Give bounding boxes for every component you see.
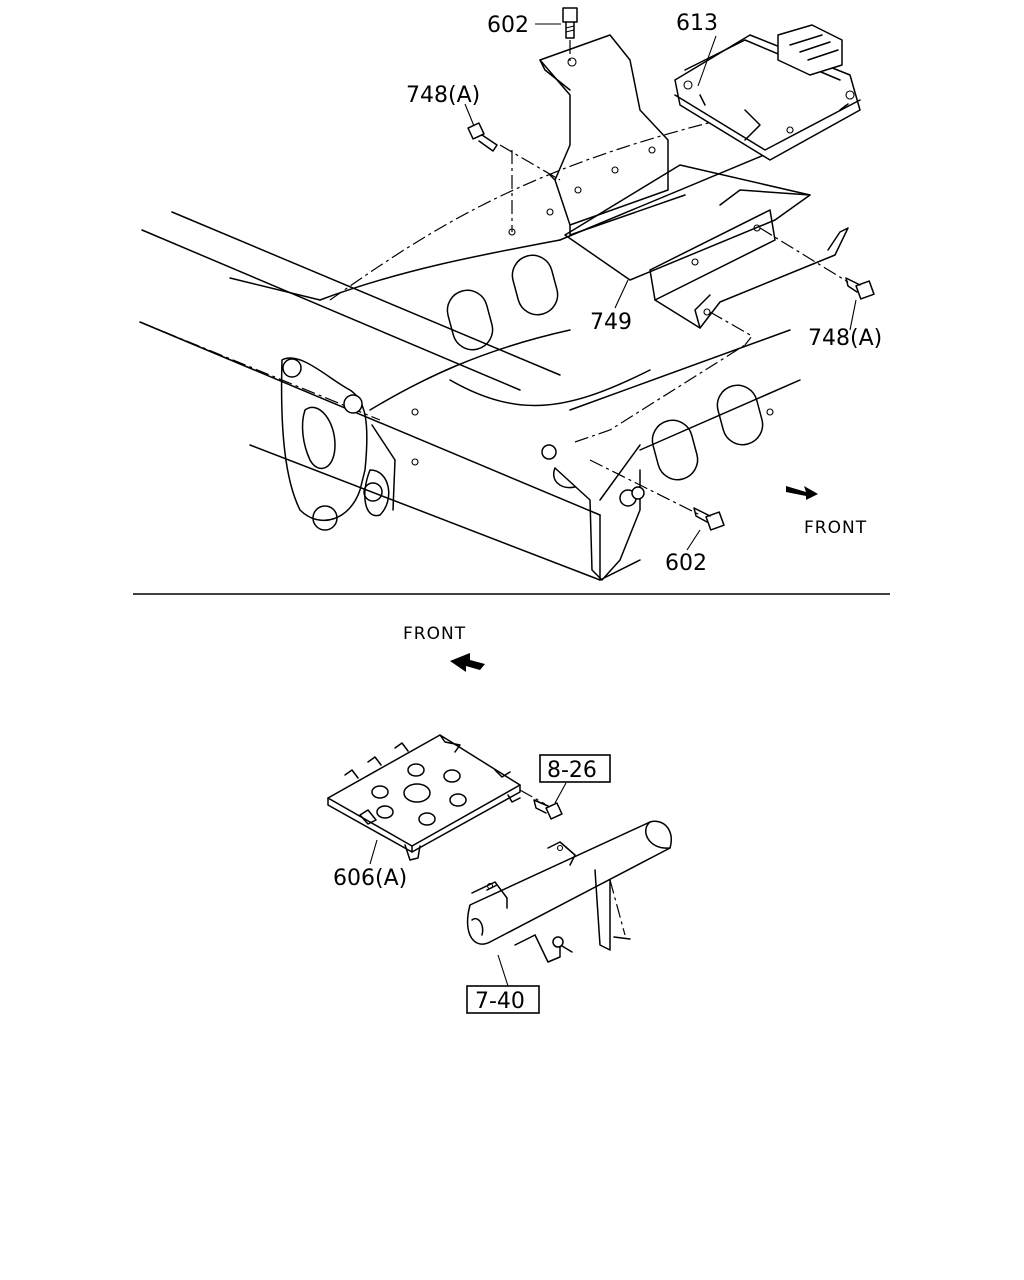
callout-602-bottom: 602 (665, 551, 707, 576)
ref-box-7-40: 7-40 (466, 985, 540, 1014)
ref-box-8-26: 8-26 (539, 754, 611, 783)
front-label-upper: FRONT (804, 518, 867, 538)
leaders-upper (464, 23, 857, 551)
callout-748a-left: 748(A) (406, 83, 480, 108)
front-label-lower: FRONT (403, 624, 466, 644)
bolt-748a-left (467, 122, 498, 152)
front-arrow-left-icon (450, 653, 485, 672)
bracket-749 (539, 34, 849, 329)
bolt-748a-right (845, 277, 875, 300)
bolt-602-bottom (693, 507, 725, 531)
leader-606a (369, 839, 378, 865)
ref-label-7-40: 7-40 (475, 989, 525, 1014)
plate-606a (327, 734, 521, 861)
frame-assembly (139, 119, 801, 581)
exhaust-pipe-7-40 (466, 820, 672, 987)
callout-749: 749 (590, 310, 632, 335)
callout-606a: 606(A) (333, 866, 407, 891)
callout-613: 613 (676, 11, 718, 36)
bolt-602-top (562, 7, 578, 39)
callout-602-top: 602 (487, 13, 529, 38)
nut-bracket (619, 486, 645, 507)
ecu-613 (674, 24, 861, 161)
bolt-centerlines (499, 40, 849, 516)
bolt-8-26 (519, 782, 567, 820)
front-arrow-right-icon (786, 486, 818, 500)
callout-748a-right: 748(A) (808, 326, 882, 351)
ref-label-8-26: 8-26 (547, 758, 597, 783)
